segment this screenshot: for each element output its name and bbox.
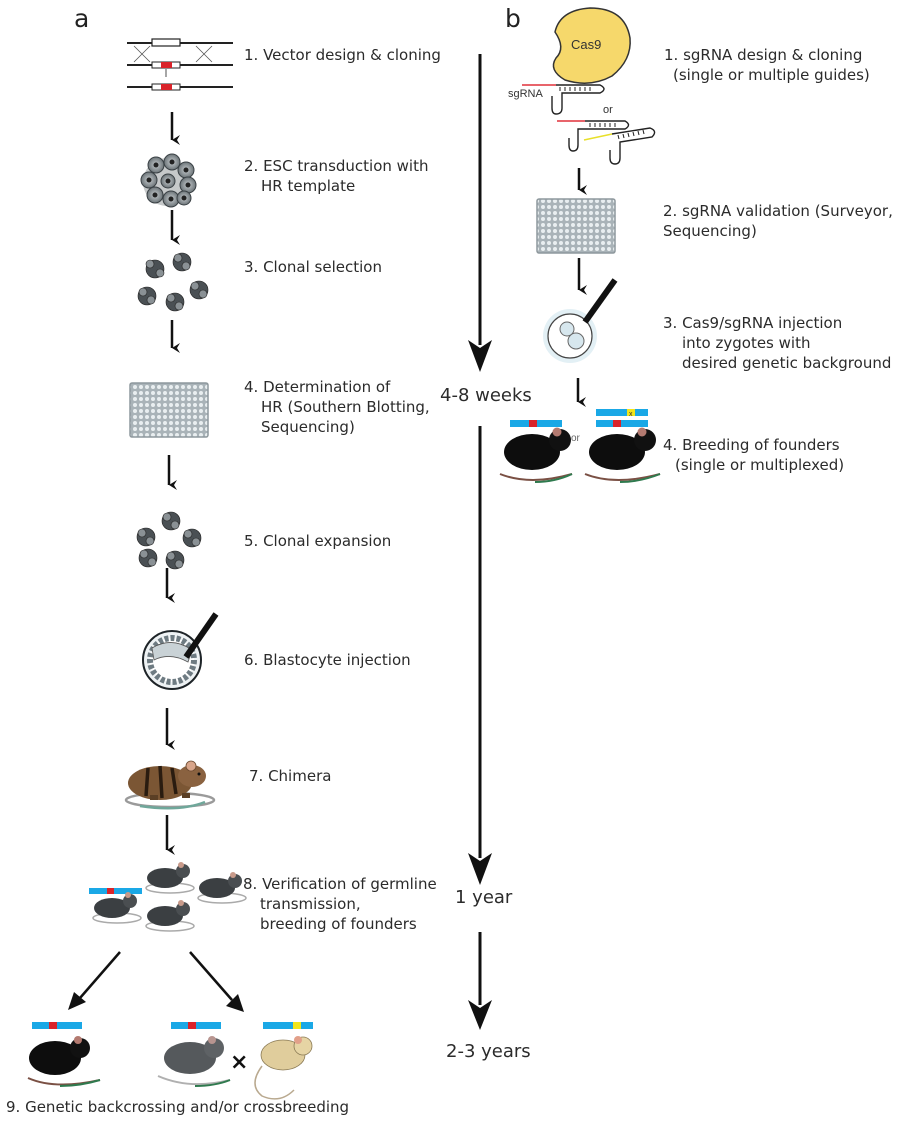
cas9-shape — [552, 7, 631, 84]
step-a-4-line-3: Sequencing) — [261, 418, 355, 436]
step-a-8-line-3: breeding of founders — [260, 915, 417, 933]
step-a-9: 9. Genetic backcrossing and/or crossbree… — [6, 1097, 349, 1117]
arrow-a-8-9-left — [79, 951, 121, 999]
zygote-injection-icon — [543, 278, 618, 363]
mutation-marker — [107, 888, 114, 894]
step-a-3-line-1: 3. Clonal selection — [244, 258, 382, 276]
step-a-8: 8. Verification of germline transmission… — [243, 874, 437, 934]
backcross-mice-icon: × — [27, 1022, 313, 1100]
grey-mouse — [92, 892, 142, 924]
founder-mice-icon — [89, 862, 247, 932]
arrow-a-8-9-right — [189, 951, 233, 1001]
cross-symbol: × — [230, 1050, 248, 1075]
black-mouse — [499, 427, 573, 483]
black-mouse — [584, 427, 661, 483]
mutation-marker — [293, 1022, 301, 1029]
founder-mice-icon: or x — [499, 409, 661, 483]
panel-b-arrows — [576, 168, 587, 407]
step-a-8-line-1: 8. Verification of germline — [243, 875, 437, 893]
timeline-label-weeks: 4-8 weeks — [440, 385, 532, 406]
grey-mouse — [145, 900, 195, 932]
step-a-6: 6. Blastocyte injection — [244, 650, 411, 670]
mutation-marker — [613, 420, 621, 427]
mutation-marker — [49, 1022, 57, 1029]
chromosome-bar — [89, 888, 142, 894]
step-b-1: 1. sgRNA design & cloning (single or mul… — [664, 45, 870, 85]
sgrna-label: sgRNA — [508, 88, 544, 100]
step-a-2-line-2: HR template — [261, 177, 356, 195]
step-a-6-line-1: 6. Blastocyte injection — [244, 651, 411, 669]
step-a-4-line-1: 4. Determination of — [244, 378, 391, 396]
step-a-2: 2. ESC transduction with HR template — [244, 156, 428, 196]
timeline-arrowhead-2 — [468, 853, 492, 885]
mutation-marker — [529, 420, 537, 427]
step-b-1-line-2: (single or multiple guides) — [673, 66, 870, 84]
or-label: or — [603, 104, 613, 116]
step-a-1: 1. Vector design & cloning — [244, 45, 441, 65]
chromosome-bar — [596, 409, 648, 416]
cas9-label: Cas9 — [571, 37, 601, 52]
clone-colonies-icon — [137, 252, 209, 312]
clone-colonies-icon — [136, 511, 202, 570]
chromosome-bar — [596, 420, 648, 427]
step-a-5-line-1: 5. Clonal expansion — [244, 532, 392, 550]
mutation-x: x — [629, 411, 633, 418]
step-a-4-line-2: HR (Southern Blotting, — [261, 398, 430, 416]
step-a-5: 5. Clonal expansion — [244, 531, 391, 551]
step-a-7: 7. Chimera — [249, 766, 331, 786]
arrow-a-8-9-right-head — [226, 994, 244, 1012]
step-a-1-line-1: 1. Vector design & cloning — [244, 46, 441, 64]
step-b-2-line-2: Sequencing) — [663, 222, 757, 240]
step-a-7-line-1: 7. Chimera — [249, 767, 332, 785]
esc-cluster-icon — [140, 153, 197, 208]
step-a-2-line-1: 2. ESC transduction with — [244, 157, 429, 175]
blastocyst-injection-icon — [142, 612, 219, 690]
step-b-3-line-1: 3. Cas9/sgRNA injection — [663, 314, 843, 332]
step-b-1-line-1: 1. sgRNA design & cloning — [664, 46, 863, 64]
step-b-4-line-2: (single or multiplexed) — [675, 456, 845, 474]
panel-label-a: a — [74, 4, 90, 33]
grey-mouse — [197, 872, 247, 904]
well-plate-icon — [536, 198, 616, 254]
chromosome-bar — [263, 1022, 313, 1029]
panel-label-b: b — [505, 4, 521, 33]
step-b-3-line-3: desired genetic background — [682, 354, 892, 372]
mutation-marker — [627, 409, 635, 416]
black-mouse — [27, 1036, 101, 1087]
step-a-9-line-1: 9. Genetic backcrossing and/or crossbree… — [6, 1098, 350, 1116]
grey-mouse — [145, 862, 195, 894]
step-a-3: 3. Clonal selection — [244, 257, 382, 277]
step-b-3-line-2: into zygotes with — [682, 334, 811, 352]
step-a-4: 4. Determination of HR (Southern Blottin… — [244, 377, 430, 437]
step-b-2-line-1: 2. sgRNA validation (Surveyor, — [663, 202, 893, 220]
timeline-label-2-3-years: 2-3 years — [446, 1041, 531, 1062]
step-a-8-line-2: transmission, — [260, 895, 361, 913]
step-b-4-line-1: 4. Breeding of founders — [663, 436, 840, 454]
step-b-2: 2. sgRNA validation (Surveyor, Sequencin… — [663, 201, 893, 241]
arrow-a-8-9-left-head — [68, 992, 86, 1010]
well-plate-icon — [129, 382, 209, 438]
cas9-sgrna-icon: Cas9 sgRNA or — [508, 7, 656, 165]
step-b-4: 4. Breeding of founders (single or multi… — [663, 435, 844, 475]
timeline-arrowhead-3 — [468, 1000, 492, 1030]
mutation-marker — [188, 1022, 196, 1029]
timeline-arrowhead-1 — [468, 340, 492, 372]
timeline-label-1-year: 1 year — [455, 887, 513, 908]
step-b-3: 3. Cas9/sgRNA injection into zygotes wit… — [663, 313, 891, 373]
or-label: or — [571, 433, 581, 444]
tan-mouse — [254, 1036, 313, 1100]
grey-mouse — [157, 1036, 231, 1087]
dna-vector-icon — [127, 38, 233, 91]
panel-a-arrows — [79, 112, 233, 1001]
chimera-mouse-icon — [124, 760, 216, 810]
